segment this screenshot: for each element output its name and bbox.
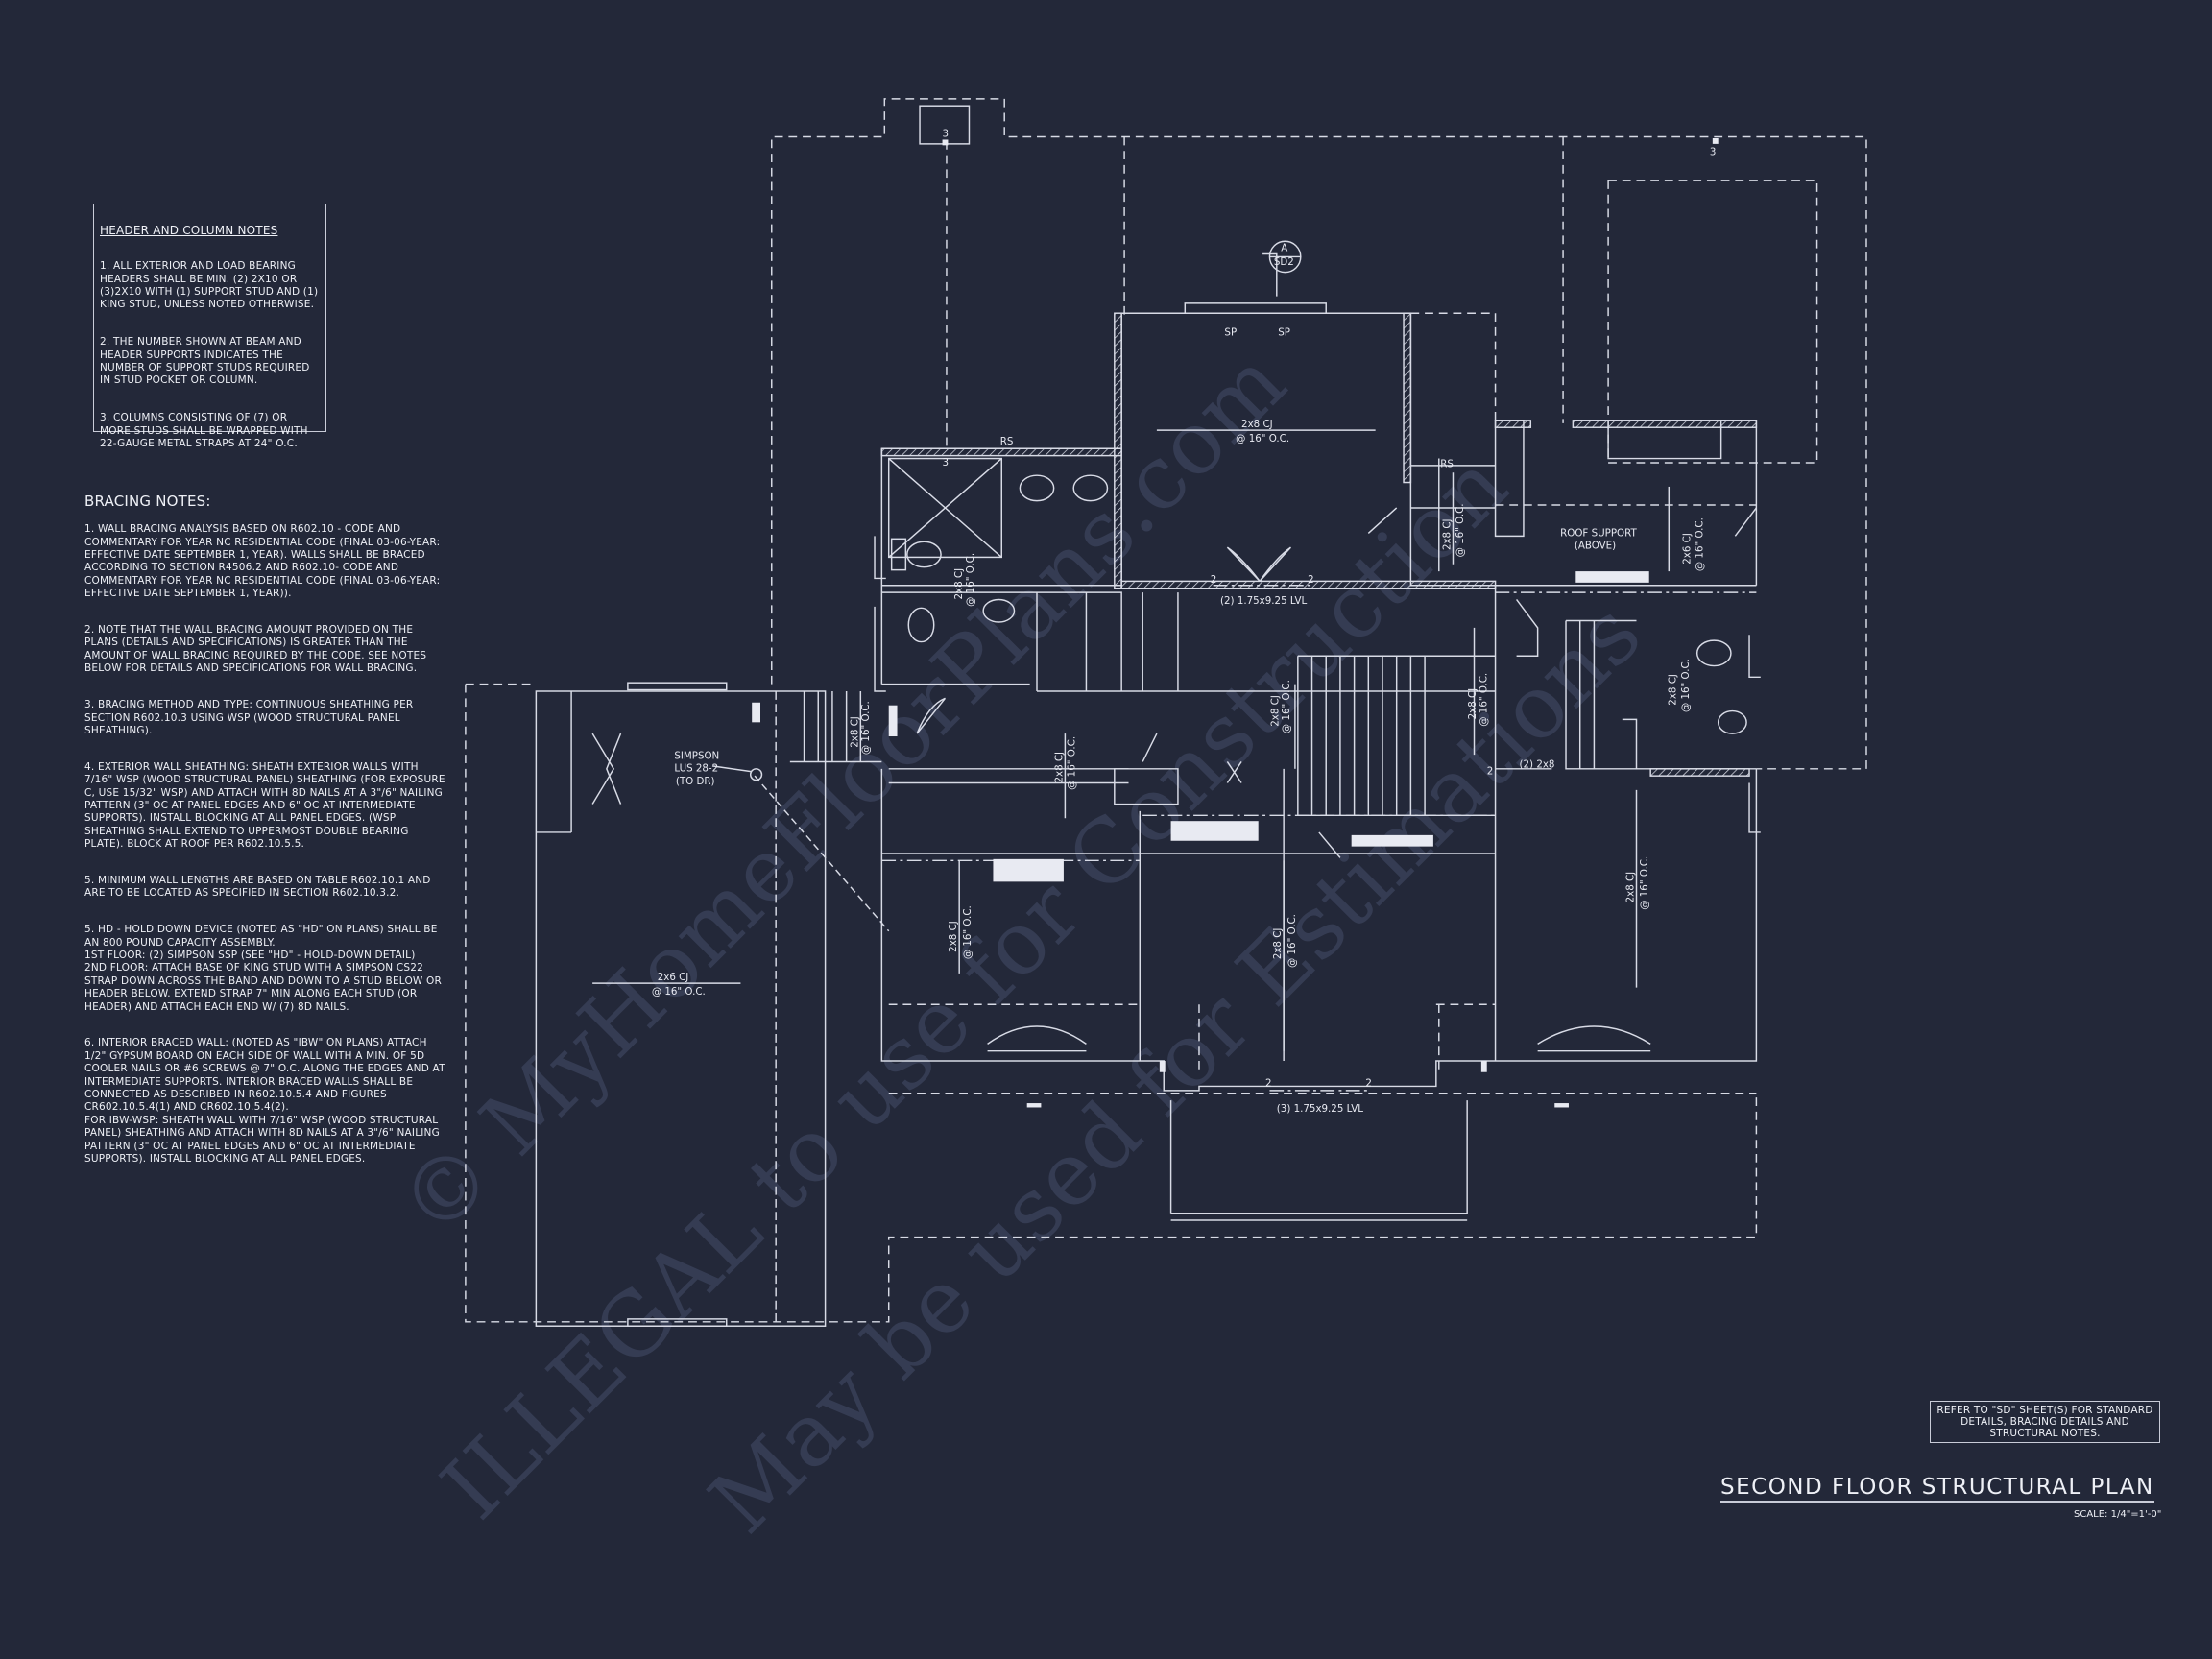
stud-blocks — [752, 138, 1719, 1108]
spacing-label: @ 16" O.C. — [1281, 680, 1292, 733]
simpson-label: (TO DR) — [676, 776, 715, 787]
simpson-label: LUS 28-2 — [674, 763, 718, 775]
cj-label: 2x8 CJ — [1625, 872, 1637, 903]
refer-note-box: REFER TO "SD" SHEET(S) FOR STANDARD DETA… — [1930, 1401, 2160, 1443]
bracing-note: 4. EXTERIOR WALL SHEATHING: SHEATH EXTER… — [84, 760, 445, 851]
spacing-label: @ 16" O.C. — [962, 905, 974, 959]
simpson-label: SIMPSON — [674, 751, 719, 762]
stud-count: 3 — [943, 129, 950, 140]
drawing-title: SECOND FLOOR STRUCTURAL PLAN — [1720, 1475, 2154, 1503]
sp-label: SP — [1278, 327, 1290, 339]
stud-count: 2 — [1211, 574, 1217, 586]
cj-label: 2x8 CJ — [1668, 674, 1679, 706]
beam-label: (2) 1.75x9.25 LVL — [1220, 595, 1307, 607]
roof-outline — [465, 98, 1867, 1323]
spacing-label: @ 16" O.C. — [1639, 856, 1650, 910]
header-note: 1. ALL EXTERIOR AND LOAD BEARING HEADERS… — [100, 260, 319, 311]
roof-support-sublabel: (ABOVE) — [1575, 541, 1616, 552]
cj-label: 2x8 CJ — [849, 716, 860, 748]
garage-framing — [535, 682, 890, 1327]
bracing-notes: BRACING NOTES: 1. WALL BRACING ANALYSIS … — [84, 483, 449, 1190]
roof-support-label: ROOF SUPPORT — [1560, 527, 1637, 539]
bracing-note: 1. WALL BRACING ANALYSIS BASED ON R602.1… — [84, 523, 441, 600]
bracing-note: 6. INTERIOR BRACED WALL: (NOTED AS "IBW"… — [84, 1037, 445, 1166]
header-note: 3. COLUMNS CONSISTING OF (7) OR MORE STU… — [100, 412, 308, 450]
watermark: © MyHomeFloorPlans.com ILLEGAL to use fo… — [380, 331, 1660, 1552]
cj-label: 2x6 CJ — [658, 972, 689, 983]
cj-label: 2x8 CJ — [1467, 688, 1479, 720]
spacing-label: @ 16" O.C. — [1479, 673, 1490, 727]
stud-count: 3 — [1710, 147, 1717, 158]
cj-label: 2x8 CJ — [1442, 518, 1454, 550]
stud-count: 3 — [943, 457, 950, 469]
cj-label: 2x8 CJ — [1241, 419, 1273, 430]
stud-count: 2 — [1487, 766, 1494, 778]
header-label: (2) 2x8 — [1520, 758, 1555, 770]
spacing-label: @ 16" O.C. — [1286, 914, 1298, 968]
stud-count: 2 — [1265, 1077, 1272, 1089]
stud-count: 2 — [1365, 1077, 1372, 1089]
cj-label: 2x8 CJ — [1269, 695, 1281, 727]
bathroom-fixtures — [874, 457, 1761, 833]
section-marker-letter: A — [1281, 243, 1287, 254]
header-note: 2. THE NUMBER SHOWN AT BEAM AND HEADER S… — [100, 336, 310, 387]
rs-label: RS — [1440, 458, 1454, 469]
joist-span-arrows — [592, 252, 1671, 1051]
bracing-note: 5. HD - HOLD DOWN DEVICE (NOTED AS "HD" … — [84, 924, 442, 1013]
door-swings — [916, 507, 1757, 858]
cj-label: 2x8 CJ — [1272, 928, 1284, 960]
spacing-label: @ 16" O.C. — [1680, 659, 1692, 712]
header-notes-title: HEADER AND COLUMN NOTES — [100, 224, 278, 238]
spacing-label: @ 16" O.C. — [1695, 517, 1706, 571]
spacing-label: @ 16" O.C. — [1236, 433, 1289, 445]
bracing-note: 5. MINIMUM WALL LENGTHS ARE BASED ON TAB… — [84, 874, 431, 900]
bracing-note: 2. NOTE THAT THE WALL BRACING AMOUNT PRO… — [84, 624, 427, 675]
spacing-label: @ 16" O.C. — [1067, 736, 1078, 790]
spacing-label: @ 16" O.C. — [1455, 503, 1466, 557]
drawing-scale: SCALE: 1/4"=1'-0" — [2074, 1509, 2162, 1520]
bracing-note: 3. BRACING METHOD AND TYPE: CONTINUOUS S… — [84, 699, 414, 736]
bracing-notes-title: BRACING NOTES: — [84, 493, 211, 511]
stud-count: 2 — [1308, 574, 1314, 586]
sp-label: SP — [1224, 327, 1237, 339]
cj-label: 2x8 CJ — [1053, 752, 1065, 783]
cj-label: 2x6 CJ — [1681, 533, 1693, 565]
cj-label: 2x8 CJ — [948, 921, 959, 952]
spacing-label: @ 16" O.C. — [860, 701, 872, 755]
plan-labels: 2x8 CJ @ 16" O.C. 2x6 CJ @ 16" O.C. 2x8 … — [652, 129, 1717, 1115]
header-column-notes: HEADER AND COLUMN NOTES 1. ALL EXTERIOR … — [93, 204, 326, 449]
rs-label: RS — [1000, 436, 1014, 447]
section-marker-sheet: SD2 — [1274, 256, 1294, 268]
beam-label: (3) 1.75x9.25 LVL — [1277, 1103, 1363, 1115]
spacing-label: @ 16" O.C. — [965, 553, 976, 607]
spacing-label: @ 16" O.C. — [652, 986, 706, 998]
cj-label: 2x8 CJ — [953, 568, 965, 600]
